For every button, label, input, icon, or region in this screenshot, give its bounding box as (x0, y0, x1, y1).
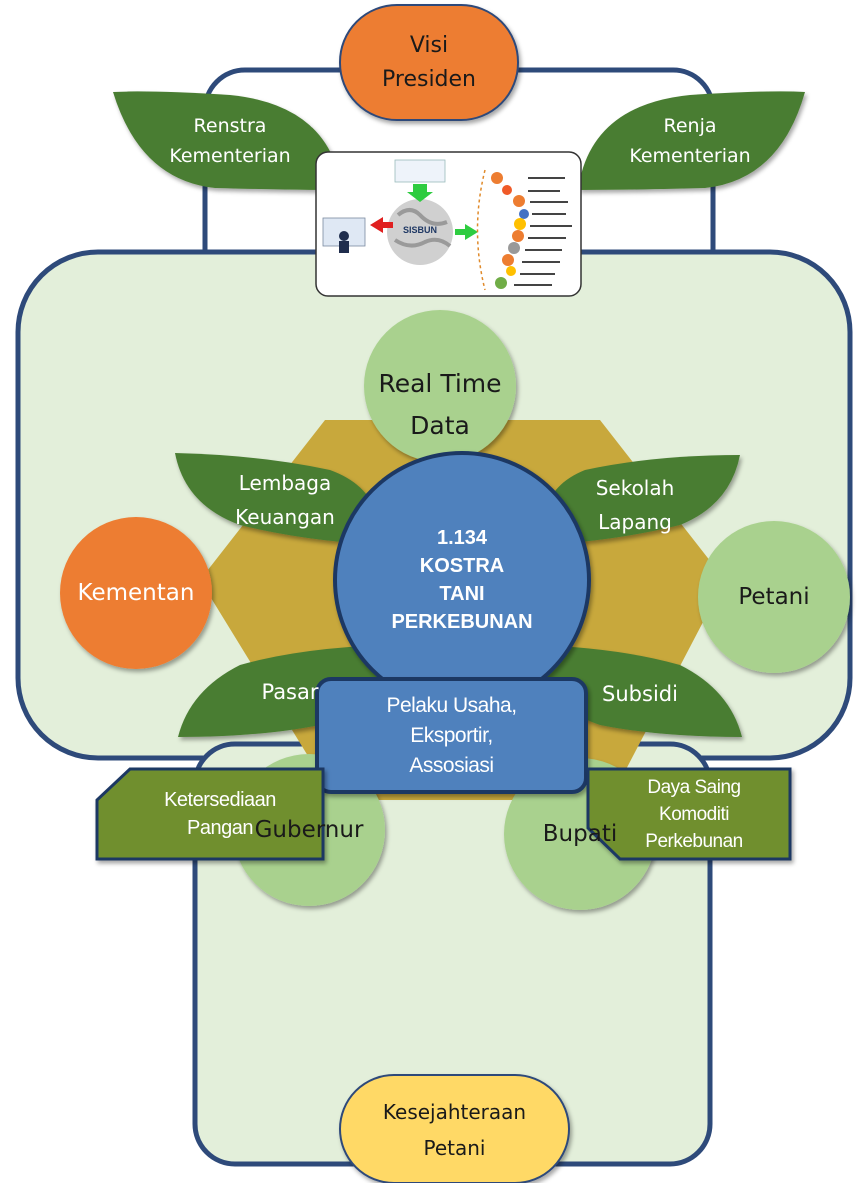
renja-leaf (578, 91, 805, 190)
sisbun-title: SISBUN (402, 225, 437, 235)
bupati-label: Bupati (542, 821, 618, 847)
pasar-label: Pasar (261, 680, 319, 704)
kementan-label: Kementan (77, 580, 195, 606)
sekolah-lapang-leaf (543, 455, 740, 545)
daya-saing-label: Daya Saing Komoditi Perkebunan (645, 776, 743, 852)
renstra-leaf (113, 91, 342, 190)
pelaku-usaha-label: Pelaku Usaha, Eksportir, Assosiasi (386, 693, 517, 777)
renstra-label: Renstra Kementerian (169, 115, 291, 167)
pelaku-usaha-box (315, 677, 588, 794)
subsidi-label: Subsidi (602, 682, 678, 706)
kostra-main-label: 1.134 KOSTRA TANI PERKEBUNAN (391, 527, 533, 633)
lembaga-keuangan-leaf (175, 453, 379, 545)
renja-label: Renja Kementerian (629, 115, 751, 167)
petani-circle (698, 521, 850, 673)
petani-label: Petani (738, 584, 810, 610)
lembaga-keuangan-label: Lembaga Keuangan (235, 471, 335, 529)
real-time-data-circle (364, 310, 516, 462)
gubernur-label: Gubernur (254, 817, 364, 843)
ketersediaan-label: Ketersediaan Pangan (164, 789, 276, 839)
visi-presiden-label: Visi Presiden (382, 33, 476, 92)
ketersediaan-box (95, 767, 325, 861)
real-time-data-label: Real Time Data (378, 369, 502, 440)
kesejahteraan-shape (339, 1074, 570, 1183)
daya-saing-box (586, 767, 792, 861)
visi-presiden-shape (339, 4, 519, 121)
sisbun-infographic (315, 151, 582, 297)
kementan-circle (60, 517, 212, 669)
kesejahteraan-label: Kesejahteraan Petani (382, 1100, 527, 1160)
subsidi-leaf (537, 645, 742, 737)
sekolah-lapang-label: Sekolah Lapang (595, 476, 675, 534)
